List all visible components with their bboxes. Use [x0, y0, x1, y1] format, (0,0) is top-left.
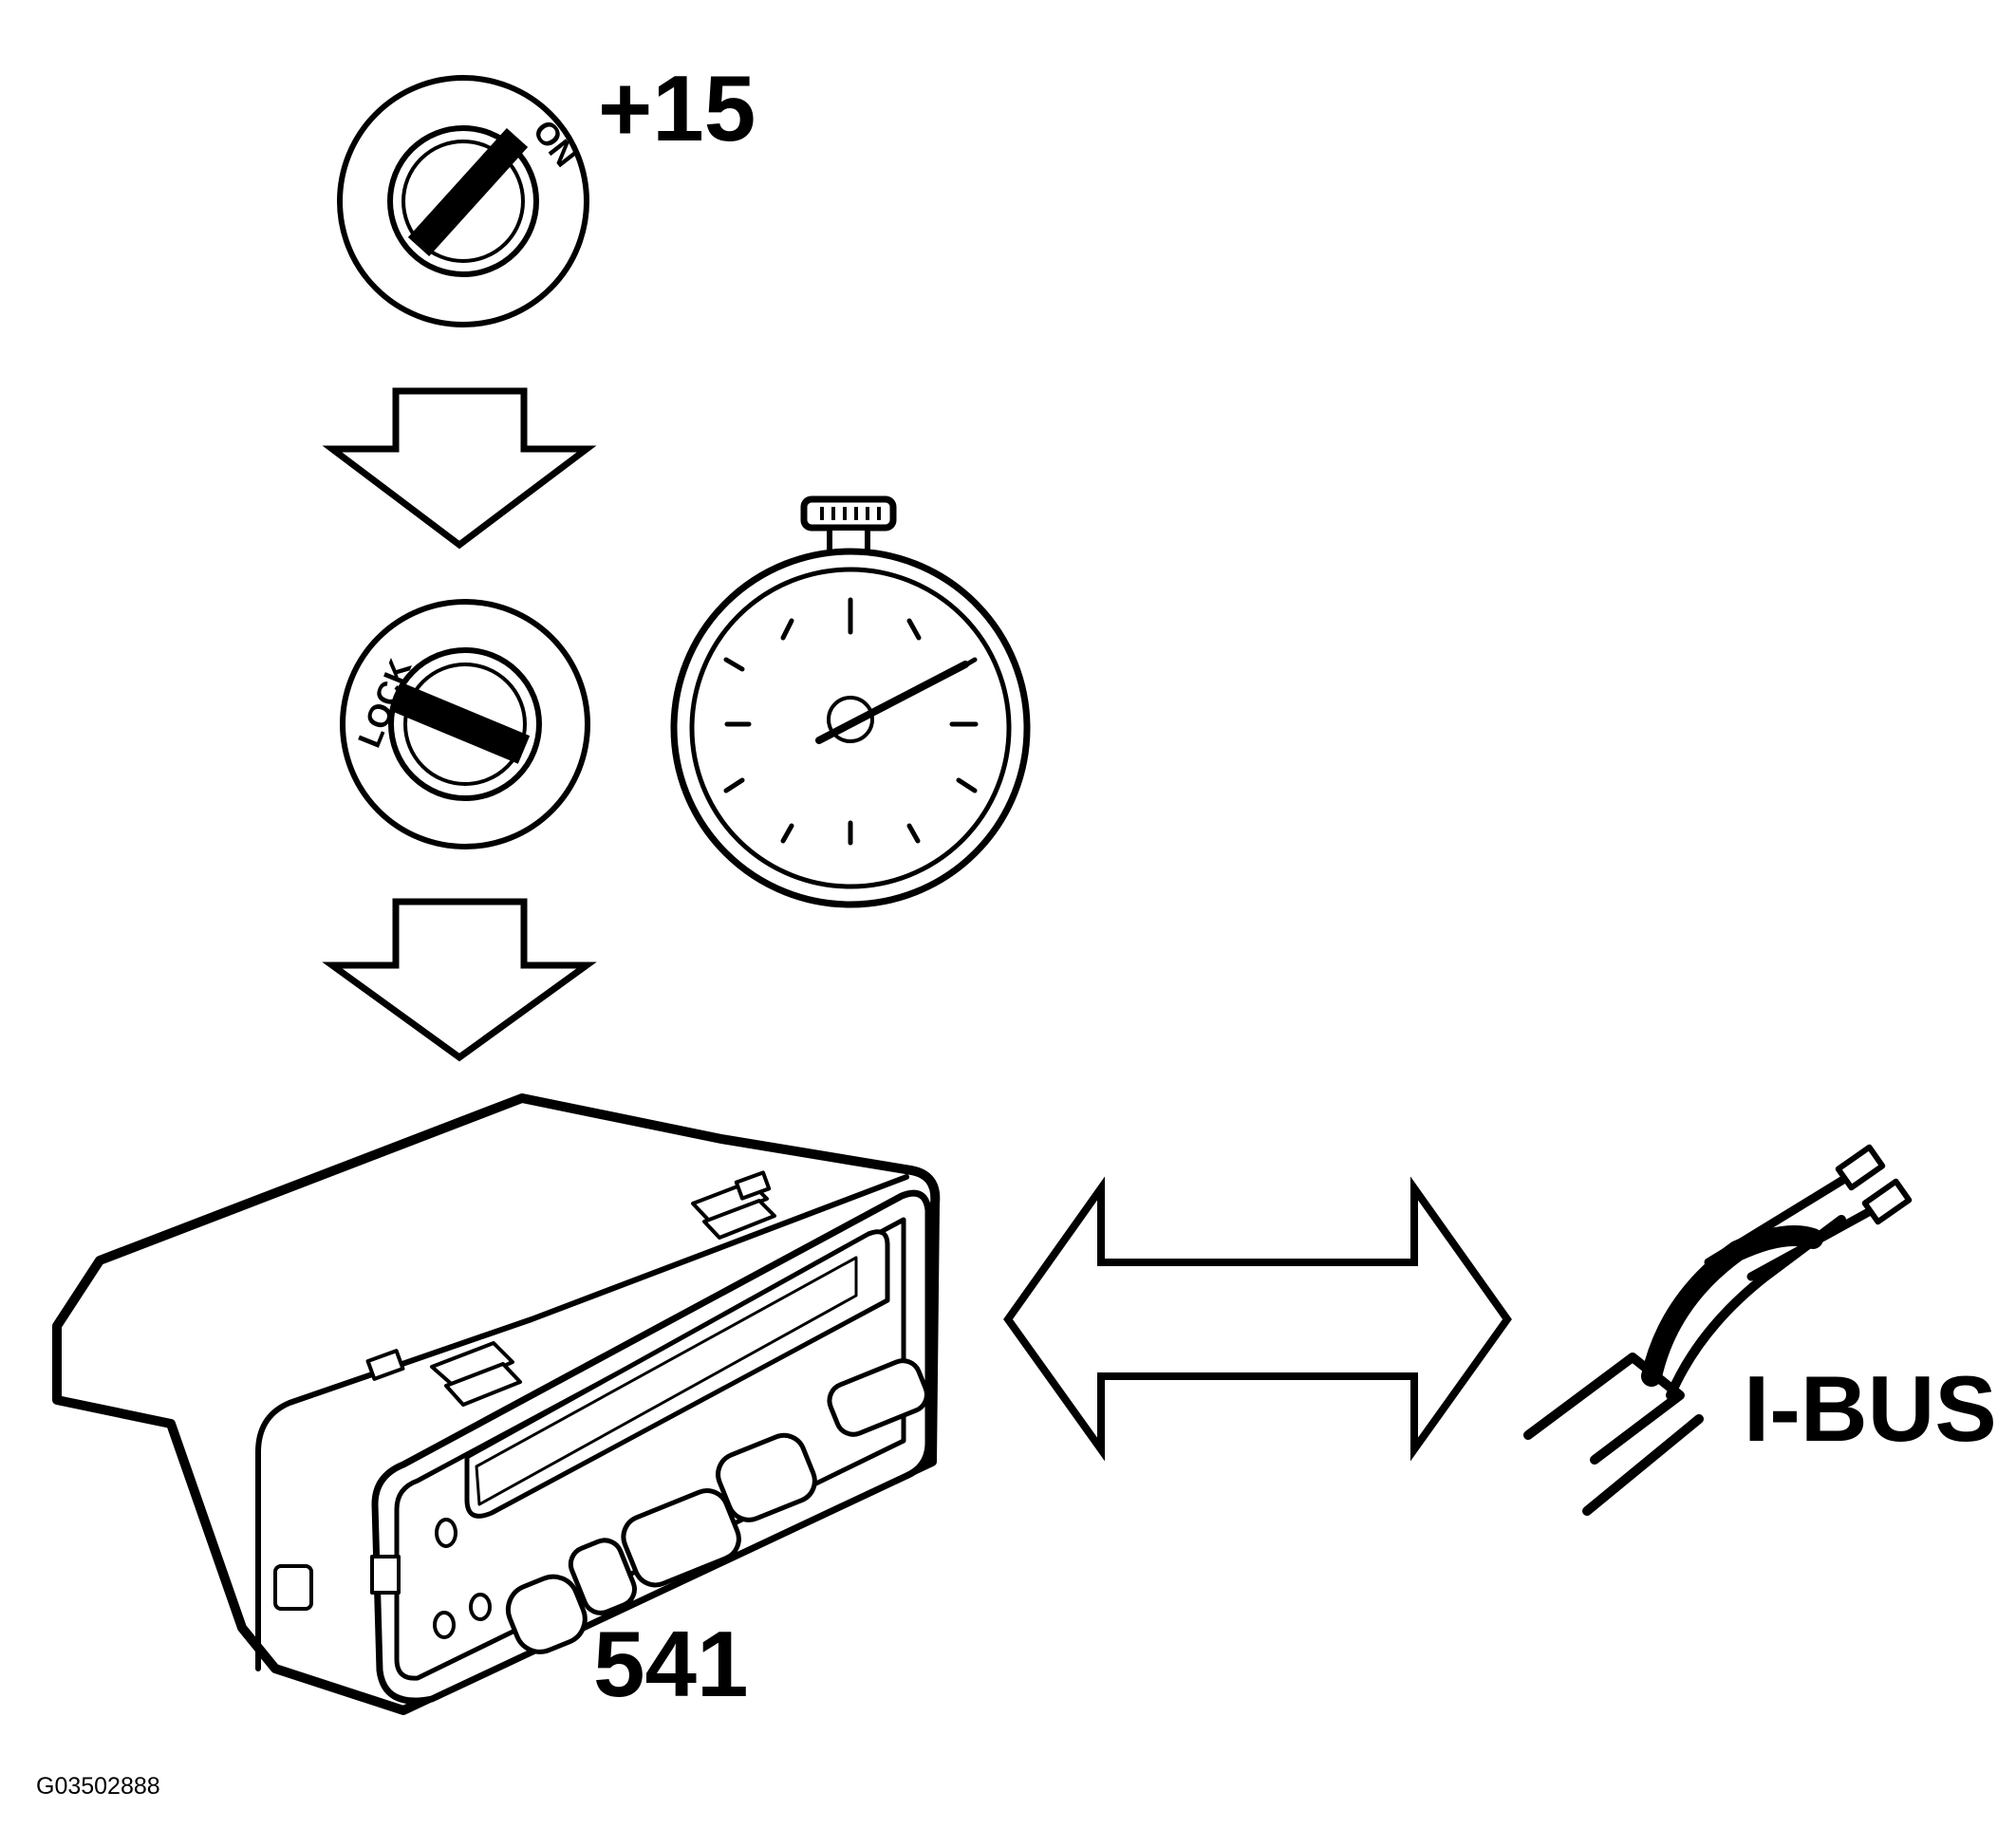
bus-label: I-BUS	[1744, 1356, 1997, 1461]
ignition-key-on-icon: ON	[337, 75, 589, 327]
double-arrow-icon	[1003, 1176, 1512, 1462]
bus-wire-connector-icon	[1523, 1144, 1913, 1516]
module-number-label: 541	[593, 1612, 749, 1716]
arrow-down-icon	[322, 898, 597, 1062]
ignition-key-lock-icon: LOCK	[340, 599, 590, 849]
figure-id: G03502888	[36, 1773, 160, 1800]
terminal-label: +15	[598, 56, 756, 160]
arrow-down-icon	[322, 387, 597, 550]
control-module-icon	[52, 1093, 941, 1715]
stopwatch-icon	[670, 495, 1031, 908]
